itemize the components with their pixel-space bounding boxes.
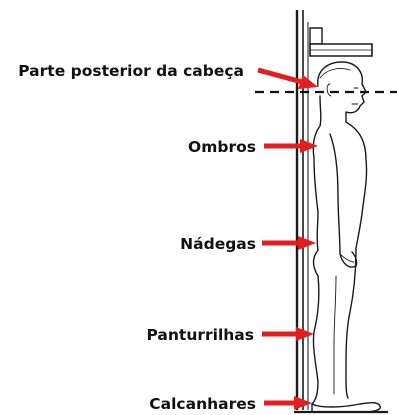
arrow-calves <box>262 327 314 341</box>
stadiometer-headpiece <box>309 27 373 57</box>
arrow-shoulders <box>264 139 318 153</box>
label-calves: Panturrilhas <box>146 326 254 344</box>
arrow-back-of-head <box>257 67 318 89</box>
label-back-of-head: Parte posterior da cabeça <box>18 62 244 80</box>
label-buttocks: Nádegas <box>180 235 256 253</box>
stadiometer-pole <box>295 10 309 410</box>
arrow-buttocks <box>262 236 316 250</box>
label-shoulders: Ombros <box>188 138 256 156</box>
arrow-heels <box>264 396 312 410</box>
label-heels: Calcanhares <box>149 395 256 413</box>
person-figure <box>311 61 381 413</box>
